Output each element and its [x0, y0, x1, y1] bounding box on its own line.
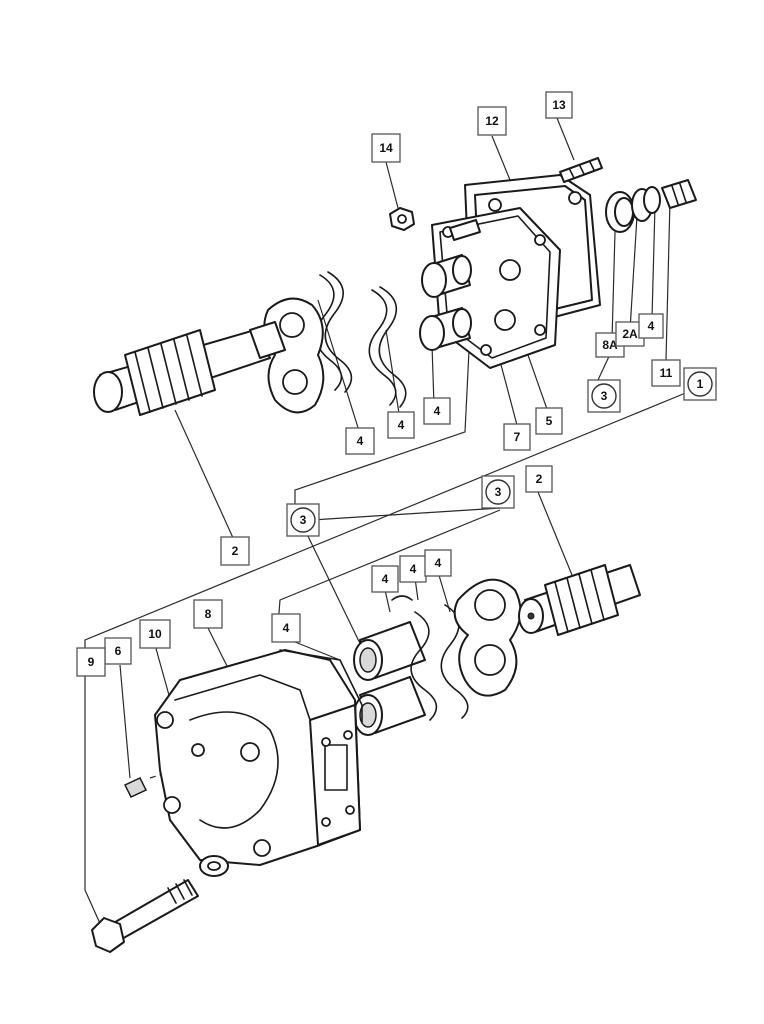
set-screw-part-6 [123, 777, 148, 798]
callout-4-lower-d-label: 4 [283, 621, 290, 635]
callout-2-left: 2 [220, 536, 250, 566]
callout-7-label: 7 [514, 430, 521, 444]
stud-part-13 [559, 157, 603, 183]
callout-7: 7 [503, 423, 531, 451]
callout-8: 8 [193, 599, 223, 629]
callout-labels: 13 12 14 8A 2A 4 11 1 [76, 91, 717, 677]
callout-4-lower-a: 4 [371, 565, 399, 593]
callout-3-upper-right-label: 3 [601, 389, 608, 403]
callout-3-left: 3 [286, 503, 320, 537]
callout-3-left-label: 3 [300, 513, 307, 527]
callout-4-lower-b: 4 [399, 555, 427, 583]
gear-shaft-upper-left [93, 321, 286, 416]
wear-plate-lower [453, 578, 522, 697]
callout-1-label: 1 [697, 377, 704, 391]
callout-13: 13 [545, 91, 573, 119]
callout-4-lower-a-label: 4 [382, 572, 389, 586]
callout-4-lower-b-label: 4 [410, 562, 417, 576]
callout-13-label: 13 [552, 98, 566, 112]
callout-14-label: 14 [379, 141, 393, 155]
callout-2-right: 2 [525, 465, 553, 493]
callout-14: 14 [371, 133, 401, 163]
upper-bushings [419, 254, 472, 351]
callout-3-upper-right: 3 [587, 379, 621, 413]
callout-4-seal-label: 4 [648, 319, 655, 333]
callout-12: 12 [477, 106, 507, 136]
pump-body-part-8 [154, 649, 363, 866]
callout-11-label: 11 [660, 366, 673, 380]
wear-plate-upper [263, 297, 325, 414]
callout-2-left-label: 2 [232, 544, 239, 558]
callout-4-lower-d: 4 [271, 613, 301, 643]
nut-part-14 [389, 207, 415, 231]
callout-4-seal: 4 [638, 313, 664, 339]
callout-9-label: 9 [88, 655, 95, 669]
lower-bushings [353, 621, 426, 736]
clip-springs-upper [315, 271, 407, 408]
callout-4-upper-a: 4 [345, 427, 375, 455]
seal-and-spring-assembly [605, 179, 697, 233]
callout-4-upper-b-label: 4 [398, 418, 405, 432]
callout-8-label: 8 [205, 607, 212, 621]
callout-4-upper-a-label: 4 [357, 434, 364, 448]
callout-1: 1 [683, 367, 717, 401]
callout-8A-label: 8A [602, 338, 618, 352]
callout-10-label: 10 [148, 627, 162, 641]
callout-5-label: 5 [546, 414, 553, 428]
callout-2-right-label: 2 [536, 472, 543, 486]
callout-6: 6 [104, 637, 132, 665]
callout-5: 5 [535, 407, 563, 435]
callout-9: 9 [76, 647, 106, 677]
callout-3-center-label: 3 [495, 485, 502, 499]
gear-shaft-lower-right [518, 564, 641, 636]
washer-part-10 [199, 855, 229, 877]
callout-4-lower-c: 4 [424, 549, 452, 577]
callout-10: 10 [139, 619, 171, 649]
callout-4-lower-c-label: 4 [435, 556, 442, 570]
callout-12-label: 12 [485, 114, 499, 128]
callout-2A: 2A [615, 321, 645, 347]
callout-6-label: 6 [115, 644, 122, 658]
callout-3-center: 3 [481, 475, 515, 509]
callout-4-upper-b: 4 [387, 411, 415, 439]
callout-2A-label: 2A [622, 327, 638, 341]
callout-11: 11 [651, 359, 681, 387]
bolt-part-9 [91, 879, 199, 953]
callout-4-upper-c-label: 4 [434, 404, 441, 418]
callout-4-upper-c: 4 [423, 397, 451, 425]
